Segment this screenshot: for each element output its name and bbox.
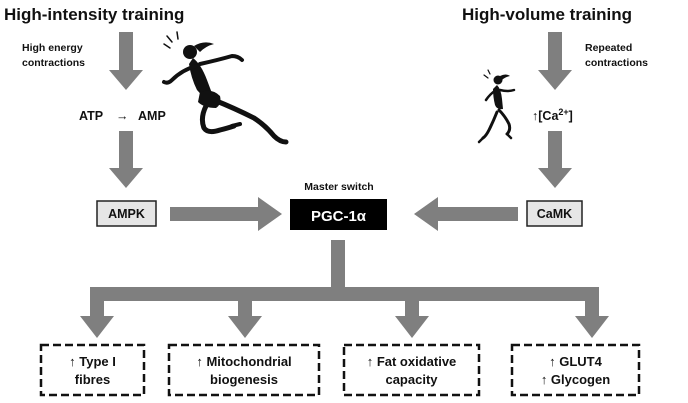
outcome-box-mitochondrial-biogenesis: ↑ Mitochondrial biogenesis <box>167 343 321 397</box>
svg-text:fibres: fibres <box>75 372 110 387</box>
left-mid-down-arrow <box>109 131 143 188</box>
outcome-box-type-i-fibres: ↑ Type I fibres <box>39 343 146 397</box>
right-top-down-arrow <box>538 32 572 90</box>
pgc1a-hub: PGC-1α <box>290 199 387 230</box>
outcome-box-fat-oxidative-capacity: ↑ Fat oxidative capacity <box>342 343 481 397</box>
svg-text:capacity: capacity <box>385 372 438 387</box>
pgc1a-label: PGC-1α <box>311 208 367 225</box>
left-title: High-intensity training <box>4 5 184 24</box>
ampk-box: AMPK <box>96 200 157 227</box>
master-switch-caption: Master switch <box>304 181 373 193</box>
svg-text:↑ GLUT4: ↑ GLUT4 <box>549 354 602 369</box>
ampk-to-hub-arrow <box>170 197 282 231</box>
outcome-box-glut4-glycogen: ↑ GLUT4 ↑ Glycogen <box>510 343 641 397</box>
left-top-down-arrow <box>109 32 143 90</box>
running-woman-icon <box>477 69 516 144</box>
svg-text:↑ Fat oxidative: ↑ Fat oxidative <box>367 354 457 369</box>
camk-box: CaMK <box>526 200 583 227</box>
right-mid-down-arrow <box>538 131 572 188</box>
right-stimulus-line1: Repeated <box>585 42 632 54</box>
svg-text:↑ Mitochondrial: ↑ Mitochondrial <box>196 354 291 369</box>
camk-label: CaMK <box>537 207 572 221</box>
left-stimulus-line2: contractions <box>22 57 85 69</box>
ampk-label: AMPK <box>108 207 145 221</box>
left-stimulus-line1: High energy <box>22 42 83 54</box>
calcium-label: ↑[Ca2+] <box>532 107 573 123</box>
outcome-distribution-arrows <box>80 240 609 338</box>
camk-to-hub-arrow <box>414 197 518 231</box>
sprinting-woman-icon <box>162 31 289 145</box>
atp-amp-arrow: → <box>116 109 129 123</box>
amp-label: AMP <box>138 109 166 123</box>
atp-label: ATP <box>79 109 103 123</box>
svg-text:↑ Glycogen: ↑ Glycogen <box>541 372 610 387</box>
svg-text:biogenesis: biogenesis <box>210 372 278 387</box>
right-stimulus-line2: contractions <box>585 57 648 69</box>
svg-text:↑ Type I: ↑ Type I <box>69 354 116 369</box>
right-title: High-volume training <box>462 5 632 24</box>
